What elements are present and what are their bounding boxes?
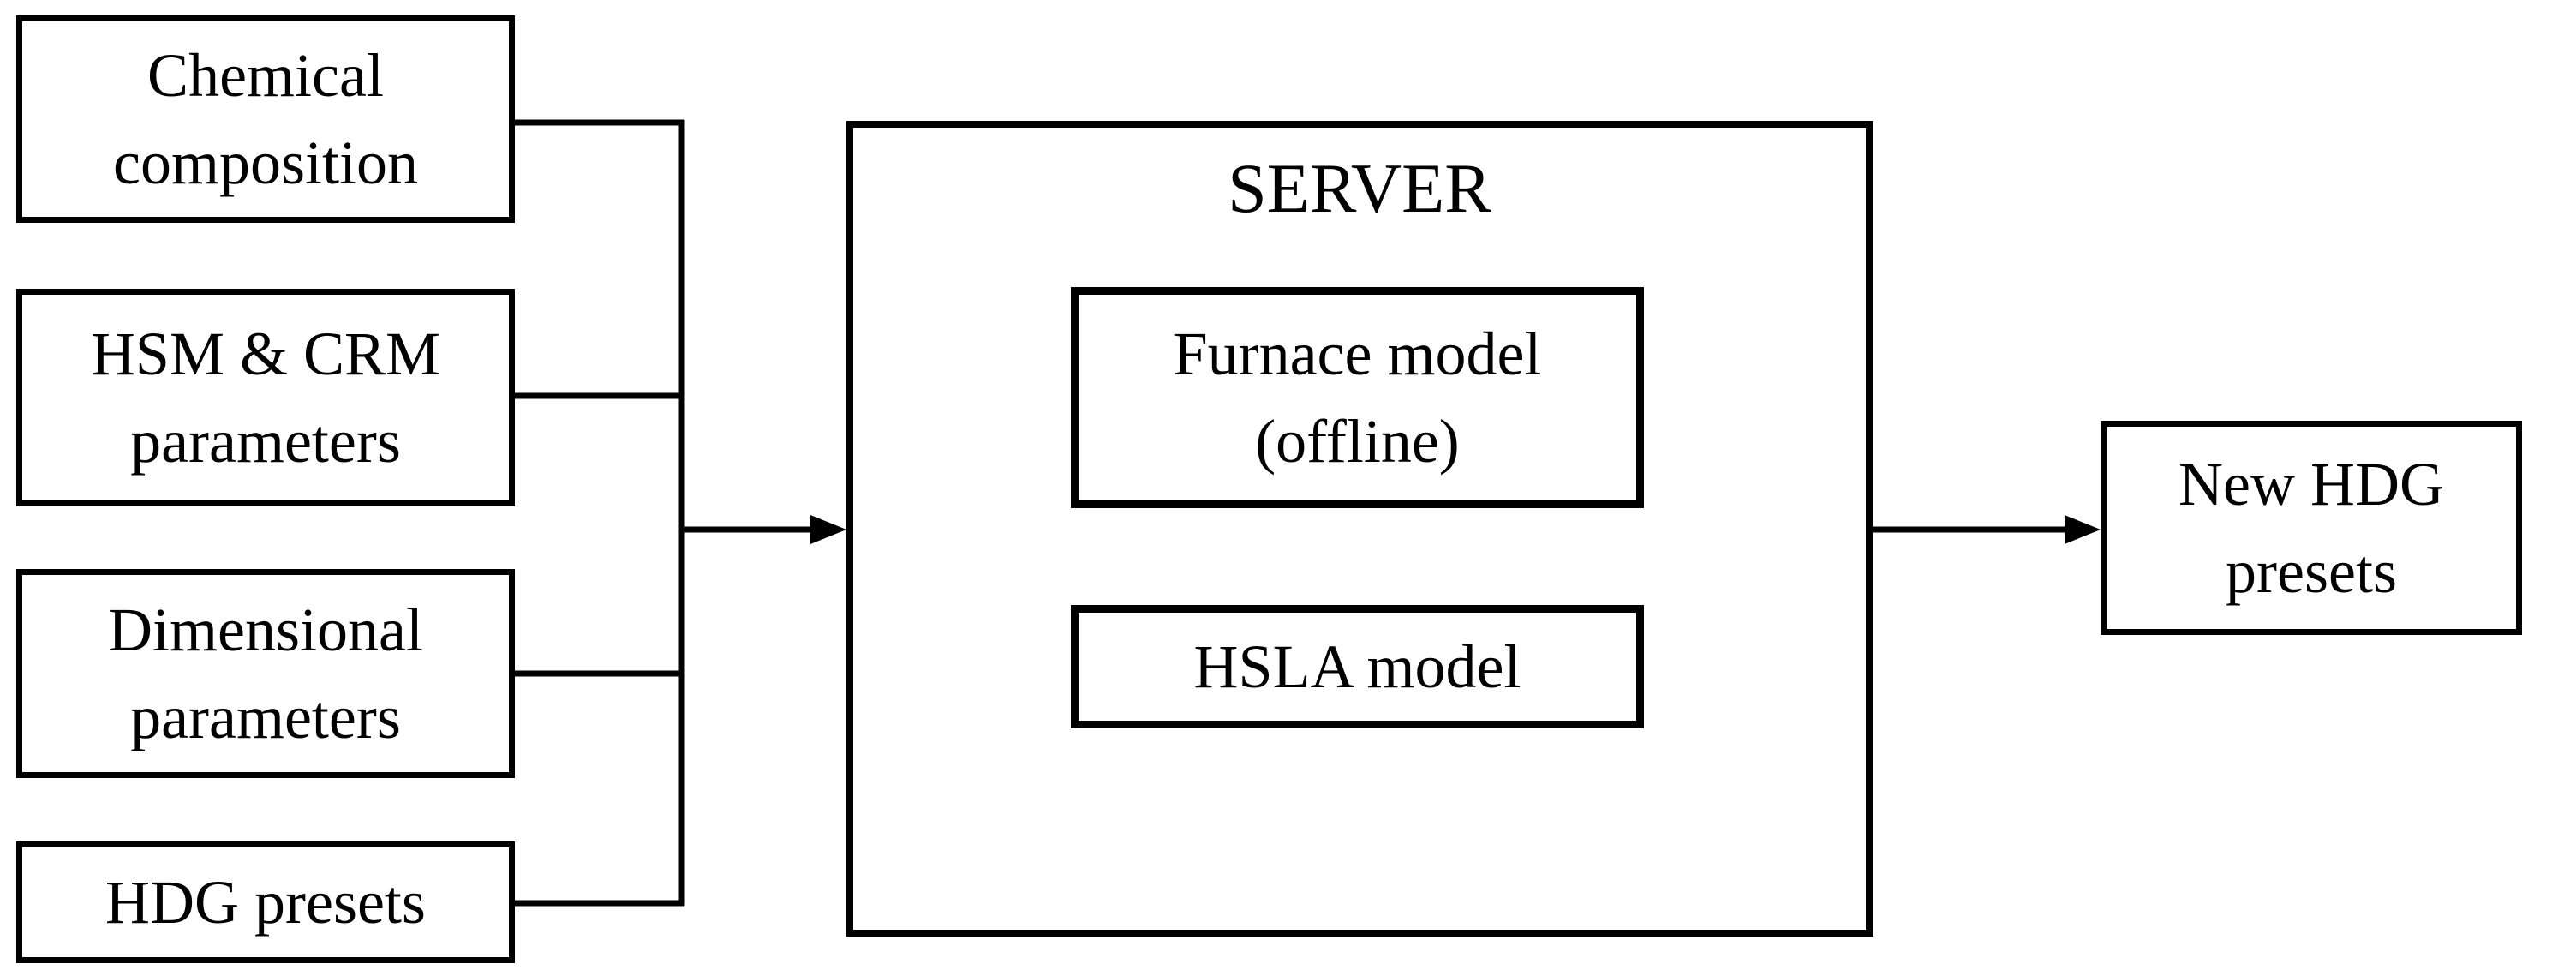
input-box-hsm-crm-parameters: HSM & CRM parameters: [16, 289, 515, 506]
hsla-model-box: HSLA model: [1071, 605, 1644, 728]
furnace-model-box: Furnace model (offline): [1071, 287, 1644, 508]
input-box-hdg-presets: HDG presets: [16, 841, 515, 963]
output-box-new-hdg-presets: New HDG presets: [2101, 421, 2522, 635]
input-box-label: HSM & CRM parameters: [90, 319, 441, 476]
hsla-model-label: HSLA model: [1193, 632, 1521, 701]
arrowhead-into-output: [2065, 515, 2101, 544]
input-box-chemical-composition: Chemical composition: [16, 15, 515, 223]
server-box: SERVER: [846, 121, 1873, 937]
server-title: SERVER: [1228, 149, 1491, 227]
input-box-label: Dimensional parameters: [108, 595, 423, 751]
input-box-label: HDG presets: [105, 867, 426, 937]
furnace-model-label: Furnace model (offline): [1173, 319, 1542, 476]
arrowhead-into-server: [810, 515, 846, 544]
input-box-label: Chemical composition: [113, 40, 418, 197]
output-box-label: New HDG presets: [2179, 449, 2444, 606]
input-box-dimensional-parameters: Dimensional parameters: [16, 569, 515, 778]
